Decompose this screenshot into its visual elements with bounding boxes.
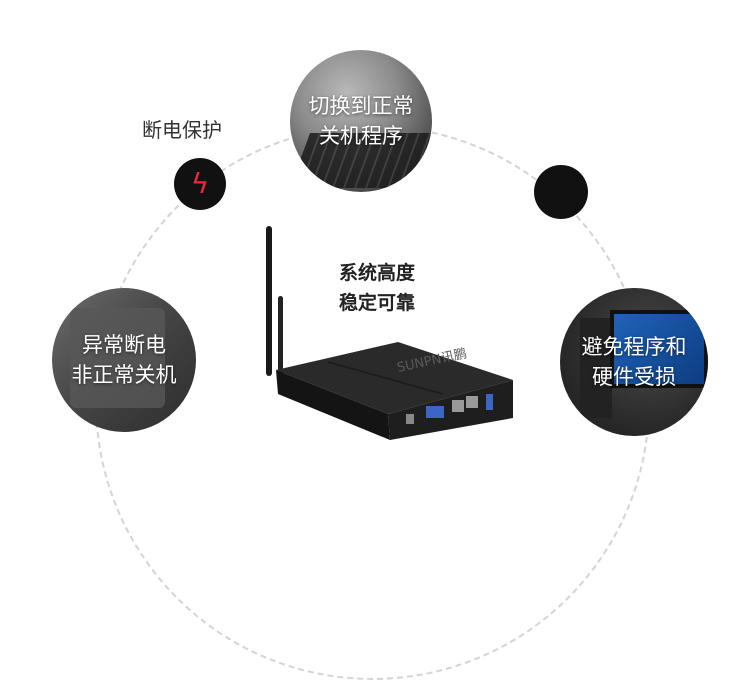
device-top xyxy=(276,342,513,414)
monitor-photo xyxy=(610,310,708,388)
feature-circle-power-loss: 异常断电 非正常关机 xyxy=(52,288,196,432)
device-front xyxy=(388,380,513,440)
center-line2: 稳定可靠 xyxy=(338,292,415,314)
feature-right-line1: 避免程序和 xyxy=(581,335,687,359)
dc-port xyxy=(406,414,414,424)
feature-circle-shutdown: 切换到正常 关机程序 xyxy=(290,50,432,192)
feature-left-line2: 非正常关机 xyxy=(71,363,177,387)
socket-photo xyxy=(70,308,165,408)
device-side xyxy=(276,370,390,440)
feature-top-line1: 切换到正常 xyxy=(308,94,414,118)
antenna-right xyxy=(278,296,283,378)
feature-left-line1: 异常断电 xyxy=(82,333,166,357)
mini-pc-device: SUNPN讯鹏 xyxy=(266,226,513,440)
feature-top-line2: 关机程序 xyxy=(319,124,403,148)
lightning-bolt-icon: ϟ xyxy=(190,167,210,200)
power-protection-label: 断电保护 xyxy=(142,118,222,142)
antenna-left xyxy=(266,226,272,376)
stability-heading: 系统高度 稳定可靠 xyxy=(322,258,432,318)
vga-port xyxy=(426,406,444,418)
pc-tower-photo xyxy=(580,318,612,418)
feature-circle-hardware-protect: 避免程序和 硬件受损 xyxy=(560,288,708,436)
power-protection-badge: ϟ xyxy=(174,158,226,210)
com-port xyxy=(486,394,493,410)
blank-badge xyxy=(534,165,588,219)
lan-port-1 xyxy=(452,400,464,412)
feature-right-line2: 硬件受损 xyxy=(592,365,676,389)
center-line1: 系统高度 xyxy=(338,262,415,284)
lan-port-2 xyxy=(466,396,478,408)
